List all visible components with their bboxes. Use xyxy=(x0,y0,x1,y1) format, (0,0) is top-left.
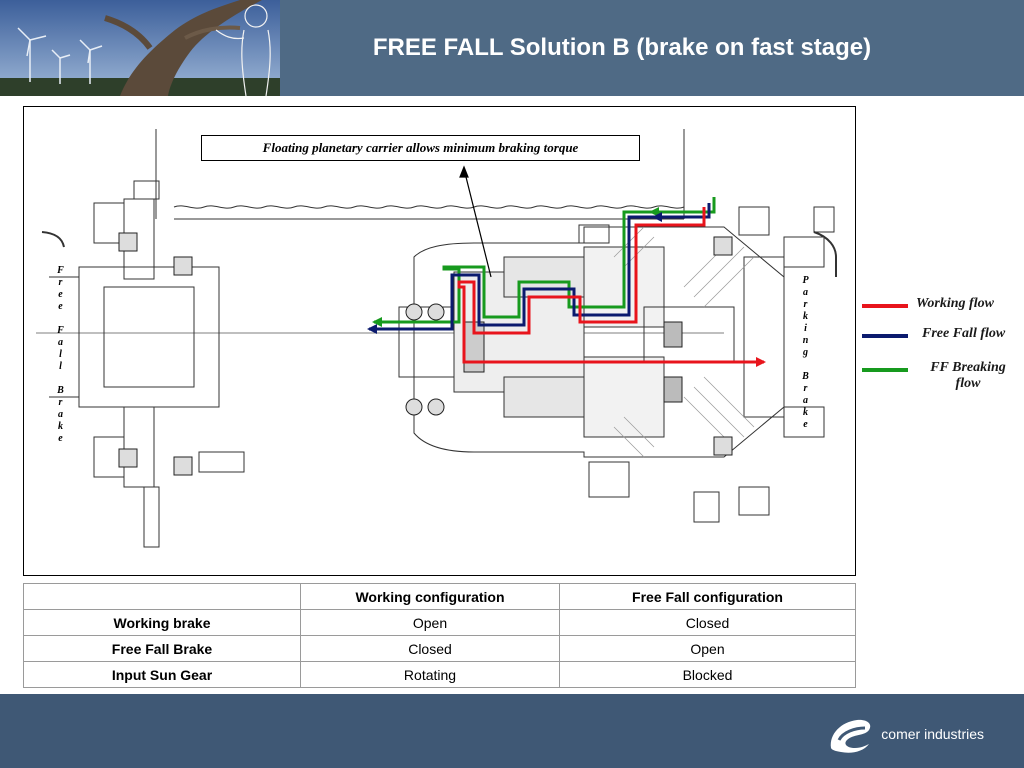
table-header-cell: Working configuration xyxy=(300,583,560,610)
legend-label: Free Fall flow xyxy=(922,326,1006,341)
logo-swoosh-icon xyxy=(831,719,871,753)
gearbox-cross-section-diagram: Floating planetary carrier allows minimu… xyxy=(23,106,856,576)
table-row-label: Input Sun Gear xyxy=(23,661,301,688)
table-cell: Open xyxy=(300,609,560,636)
table-cell: Closed xyxy=(300,635,560,662)
parking-brake-vertical-label: Parking Brake xyxy=(799,275,812,431)
table-cell: Rotating xyxy=(300,661,560,688)
header-bar: FREE FALL Solution B (brake on fast stag… xyxy=(0,0,1024,96)
table-row-label: Working brake xyxy=(23,609,301,636)
table-header-cell: Free Fall configuration xyxy=(559,583,856,610)
page-title: FREE FALL Solution B (brake on fast stag… xyxy=(372,34,872,61)
gearbox-drawing xyxy=(36,129,837,548)
table-row: Input Sun Gear Rotating Blocked xyxy=(23,661,856,688)
logo-text: comer industries xyxy=(881,726,984,742)
table-row-label: Free Fall Brake xyxy=(23,635,301,662)
legend-line-navy xyxy=(862,334,908,338)
table-row: Free Fall Brake Closed Open xyxy=(23,635,856,662)
table-header-row: Working configuration Free Fall configur… xyxy=(23,583,856,610)
vertical-label-text: Parking Brake xyxy=(800,275,811,431)
table-cell: Open xyxy=(559,635,856,662)
table-cell: Blocked xyxy=(559,661,856,688)
legend-free-fall-flow: Free Fall flow xyxy=(862,326,1005,342)
table-cell: Closed xyxy=(559,609,856,636)
callout-box: Floating planetary carrier allows minimu… xyxy=(201,135,640,161)
configuration-table: Working configuration Free Fall configur… xyxy=(23,583,856,688)
table-row: Working brake Open Closed xyxy=(23,609,856,636)
table-header-cell xyxy=(23,583,301,610)
footer-bar: comer industries xyxy=(0,694,1024,768)
vertical-label-text: Free Fall Brake xyxy=(55,265,66,445)
legend-line-red xyxy=(862,304,908,308)
legend-line-green xyxy=(862,368,908,372)
legend-label: FF Breaking flow xyxy=(930,360,1006,391)
header-photo xyxy=(0,0,280,96)
legend-ff-breaking-flow: FF Breaking flow xyxy=(862,360,1018,392)
free-fall-brake-vertical-label: Free Fall Brake xyxy=(54,265,67,445)
legend-working-flow: Working flow xyxy=(862,296,994,312)
company-logo: comer industries xyxy=(825,714,984,754)
legend-label: Working flow xyxy=(916,296,994,311)
